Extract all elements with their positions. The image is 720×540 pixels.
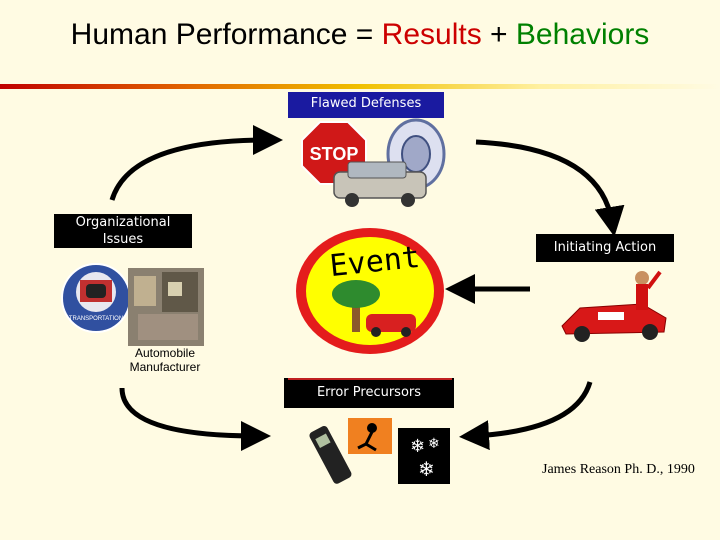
arrow-defenses-to-initiating [475, 139, 625, 237]
title-prefix: Human Performance = [70, 18, 382, 51]
title-divider [0, 84, 720, 89]
title-plus: + [481, 18, 516, 51]
svg-text:❄: ❄ [418, 457, 435, 481]
error-precursors-accent [288, 378, 452, 380]
event-image: Event [296, 228, 444, 354]
arrow-org-to-precursors [119, 387, 271, 451]
error-precursors-image: ❄ ❄ ❄ [309, 418, 450, 484]
suv-icon [333, 161, 427, 207]
organizational-issues-image: TRANSPORTATION [61, 263, 204, 346]
title-behaviors: Behaviors [515, 18, 650, 51]
transportation-seal-icon: TRANSPORTATION [61, 263, 131, 333]
flawed-defenses-image: STOP [301, 118, 446, 207]
running-person-icon [348, 418, 392, 454]
svg-text:❄: ❄ [410, 436, 425, 457]
citation: James Reason Ph. D., 1990 [542, 462, 695, 477]
svg-text:TRANSPORTATION: TRANSPORTATION [69, 316, 123, 322]
svg-text:STOP: STOP [310, 144, 359, 164]
snowflake-icon: ❄ ❄ ❄ [398, 428, 450, 484]
cell-phone-icon [309, 425, 352, 484]
slide-title: Human Performance = Results + Behaviors [0, 18, 720, 52]
event-tree-car-icon [332, 280, 416, 337]
initiating-action-image [561, 270, 667, 342]
race-car-driver-icon [561, 270, 667, 342]
arrow-org-to-defenses [109, 125, 283, 201]
title-results: Results [381, 18, 482, 51]
svg-text:❄: ❄ [428, 436, 440, 452]
arrow-initiating-to-precursors [459, 381, 593, 451]
automobile-manufacturer-caption: Automobile Manufacturer [129, 346, 201, 374]
error-precursors-label: Error Precursors [284, 378, 454, 408]
flawed-defenses-label: Flawed Defenses [288, 92, 444, 118]
initiating-action-label: Initiating Action [536, 234, 674, 262]
organizational-issues-label: Organizational Issues [54, 214, 192, 248]
factory-photo-icon [128, 268, 204, 346]
